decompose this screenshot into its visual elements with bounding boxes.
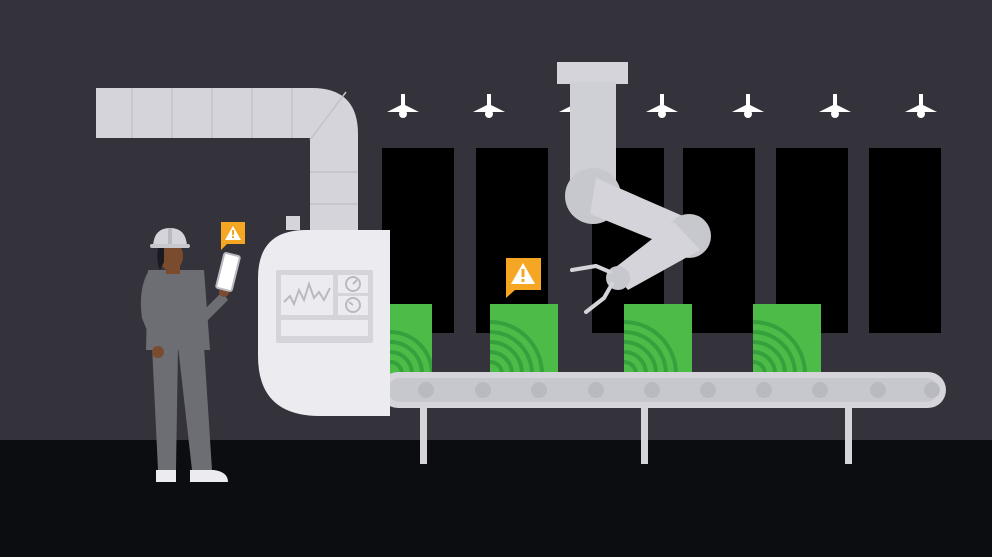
warning-icon <box>511 263 535 284</box>
conveyor-box <box>390 304 432 374</box>
waveform-graph <box>283 280 331 307</box>
gauge-icon <box>345 297 361 313</box>
worker-legs <box>152 346 212 470</box>
worker-hair <box>157 248 164 270</box>
factory-worker <box>140 228 241 482</box>
gripper-claw <box>570 263 614 314</box>
conveyor-boxes <box>390 304 821 374</box>
gauge-icon <box>345 276 361 292</box>
ceiling-lamp-icon <box>732 94 764 118</box>
floor <box>0 440 992 557</box>
ceiling-lamp-icon <box>646 94 678 118</box>
worker-shoes <box>156 470 228 482</box>
conveyor-legs <box>420 400 852 464</box>
warning-icon <box>225 226 241 240</box>
robotic-arm <box>557 62 711 314</box>
processing-machine <box>258 230 390 416</box>
conveyor-box <box>624 304 692 374</box>
conveyor-box <box>490 304 558 374</box>
conveyor-belt <box>380 372 946 408</box>
window <box>382 148 454 333</box>
conveyor-box <box>753 304 821 374</box>
window <box>476 148 548 333</box>
window <box>776 148 848 333</box>
worker-arm-right <box>196 276 228 322</box>
worker-arm-left <box>140 272 162 348</box>
ceiling-lamp-icon <box>387 94 419 118</box>
ceiling-lamp-icon <box>473 94 505 118</box>
control-panel <box>276 270 373 343</box>
window <box>869 148 941 333</box>
worker-alert-bubble[interactable] <box>221 222 245 250</box>
ceiling-lamp-icon <box>905 94 937 118</box>
tablet-icon <box>215 252 241 292</box>
box-alert-bubble[interactable] <box>506 258 541 298</box>
hard-hat-icon <box>150 228 190 248</box>
air-duct <box>96 88 358 232</box>
worker-face <box>159 241 183 271</box>
ceiling-lamp-icon <box>819 94 851 118</box>
worker-body <box>146 270 210 350</box>
